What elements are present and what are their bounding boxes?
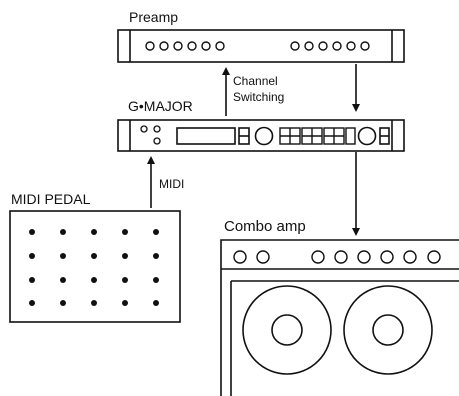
midi-pedal: [9, 210, 181, 323]
midi-arrow: [147, 156, 155, 208]
right-speaker: [343, 285, 433, 375]
gmajor-label: G•MAJOR: [128, 98, 193, 114]
gmajor-unit: [117, 119, 405, 152]
gmajor-to-combo-arrow: [352, 152, 360, 236]
midi-pedal-label: MIDI PEDAL: [11, 191, 91, 207]
amp-knobs: [233, 250, 441, 264]
left-speaker: [242, 285, 332, 375]
channel-switching-arrow: [222, 67, 230, 116]
combo-amp: [220, 239, 459, 396]
button-grid: [279, 127, 356, 145]
midi-label: MIDI: [159, 177, 185, 191]
display-screen: [176, 127, 236, 145]
channel-switching-label-line1: Channel: [233, 74, 278, 88]
preamp-knobs: [145, 41, 370, 51]
preamp-label: Preamp: [129, 9, 179, 25]
channel-switching-label-line2: Switching: [233, 90, 285, 104]
pedal-footswitches: [29, 229, 159, 306]
preamp-to-gmajor-arrow: [352, 64, 360, 112]
preamp-unit: [117, 29, 405, 63]
combo-amp-label: Combo amp: [224, 218, 306, 235]
